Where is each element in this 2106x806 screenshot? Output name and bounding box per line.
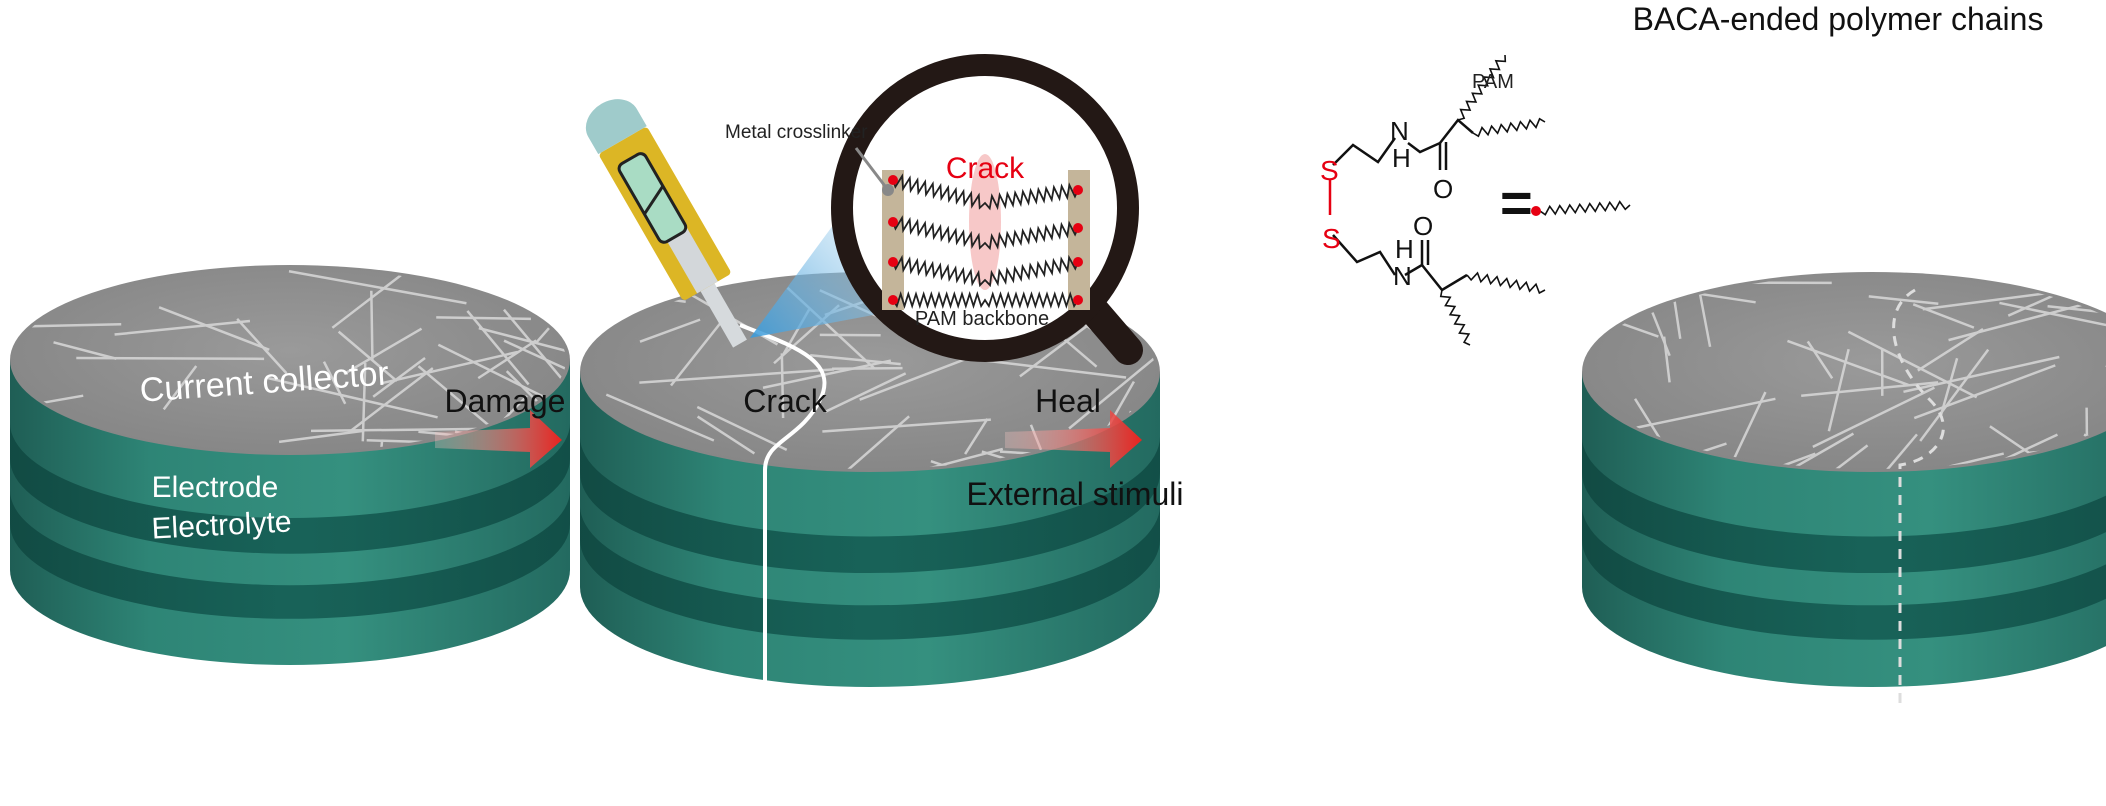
utility-knife-icon bbox=[585, 99, 747, 348]
dark-layer-band bbox=[10, 423, 570, 554]
metal-crosslinker-dot bbox=[1073, 257, 1083, 267]
sulfur-1: S bbox=[1320, 155, 1339, 186]
crack-zoom-label: Crack bbox=[946, 152, 1025, 185]
external-stimuli-label: External stimuli bbox=[967, 476, 1184, 512]
nitrogen-1: N bbox=[1390, 116, 1409, 146]
polymer-chain bbox=[892, 254, 1079, 288]
magnifier bbox=[831, 54, 1143, 365]
crack-line bbox=[739, 323, 827, 700]
hydrogen-2: H bbox=[1395, 234, 1414, 264]
heal-label: Heal bbox=[1035, 383, 1101, 419]
polymer-chain bbox=[892, 215, 1079, 251]
metal-crosslinker-dot bbox=[888, 295, 898, 305]
polymer-chain-wavy-bond bbox=[1457, 54, 1507, 121]
crosslinker-dot-legend bbox=[1531, 206, 1541, 216]
healed-crack-line bbox=[1892, 288, 1945, 705]
equals-sign: = bbox=[1500, 171, 1533, 234]
polymer-chain bbox=[892, 291, 1079, 309]
metal-crosslinker-dot bbox=[888, 175, 898, 185]
polymer-chain-wavy-bond bbox=[1466, 271, 1546, 295]
sulfur-2: S bbox=[1322, 223, 1341, 254]
oxygen-1: O bbox=[1433, 174, 1453, 204]
hydrogen-1: H bbox=[1392, 143, 1411, 173]
nitrogen-2: N bbox=[1393, 261, 1412, 291]
heal-arrow bbox=[1005, 410, 1142, 468]
metal-crosslinker-dot bbox=[888, 217, 898, 227]
dark-layer-band bbox=[580, 505, 1160, 640]
damage-label: Damage bbox=[445, 383, 566, 419]
electrolyte-label: Electrolyte bbox=[151, 505, 293, 545]
dark-layer-band bbox=[10, 490, 570, 619]
polymer-chain-wavy-bond bbox=[1472, 117, 1546, 138]
pam-label: PAM bbox=[1472, 71, 1514, 93]
dark-layer-band bbox=[1582, 505, 2106, 640]
polymer-chain-wavy-bond bbox=[1439, 289, 1471, 346]
polymer-chain-wavy-bond bbox=[1539, 200, 1631, 216]
structure-title: BACA-ended polymer chains bbox=[1633, 1, 2044, 37]
oxygen-2: O bbox=[1413, 211, 1433, 241]
polymer-chain bbox=[892, 173, 1079, 211]
crack-label: Crack bbox=[743, 383, 828, 419]
electrode-label: Electrode bbox=[152, 471, 279, 504]
metal-crosslinker-dot bbox=[1073, 185, 1083, 195]
fiber-mesh bbox=[1586, 277, 2106, 469]
current-collector-top bbox=[10, 265, 570, 455]
crosslinker-pointer bbox=[854, 147, 890, 191]
pristine-cell bbox=[10, 265, 570, 665]
dark-layer-band bbox=[580, 436, 1160, 574]
healed-cell bbox=[1582, 272, 2106, 687]
metal-crosslinker-label: Metal crosslinker bbox=[725, 122, 868, 143]
metal-crosslinker-dot bbox=[1073, 295, 1083, 305]
dark-layer-band bbox=[1582, 436, 2106, 574]
metal-crosslinker-dot bbox=[888, 257, 898, 267]
pam-backbone-label: PAM backbone bbox=[915, 308, 1049, 330]
metal-crosslinker-dot bbox=[1073, 223, 1083, 233]
damage-arrow bbox=[435, 410, 562, 468]
